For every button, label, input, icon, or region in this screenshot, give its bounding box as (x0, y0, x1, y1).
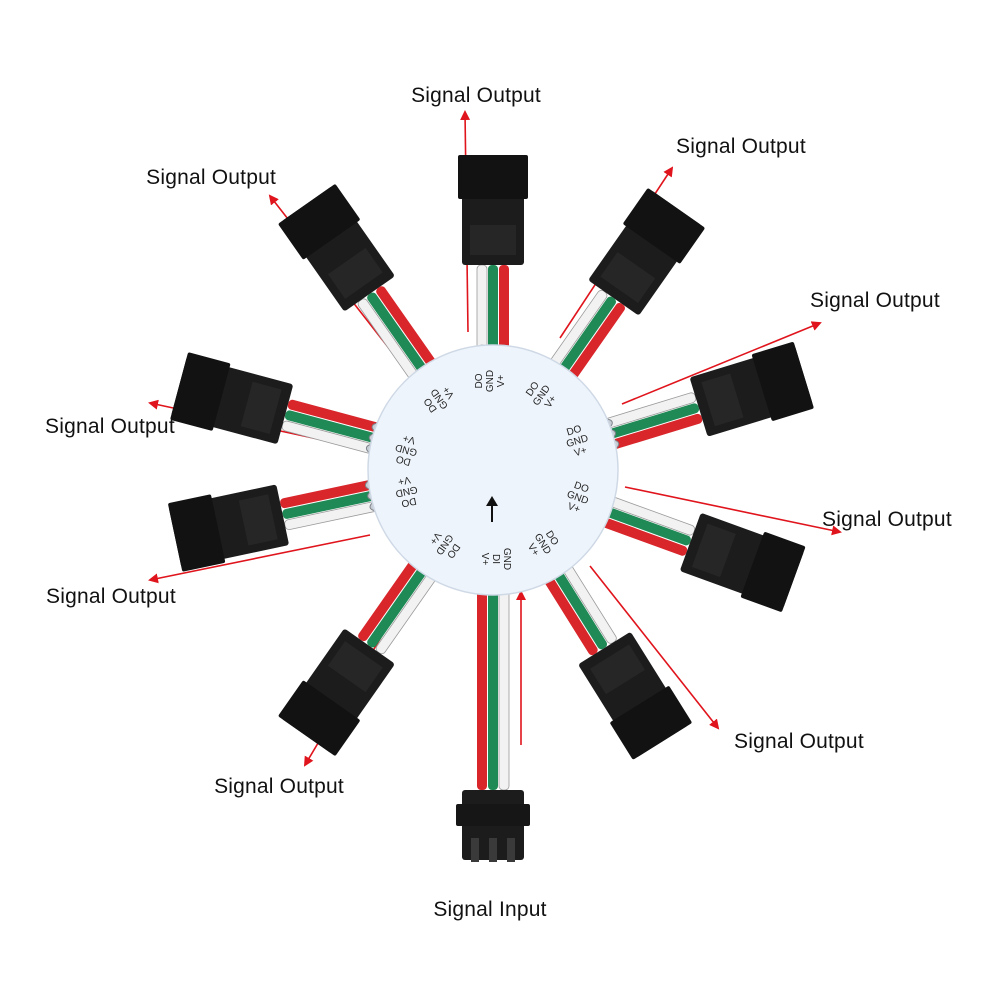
pin-label: DO (565, 424, 583, 439)
cable-left-upper (170, 352, 395, 458)
wire (596, 413, 703, 454)
wire (592, 403, 700, 444)
arrow-right-lower (624, 486, 842, 536)
arrow-up-icon (486, 496, 498, 522)
pcb-disc (367, 344, 619, 596)
wire (498, 569, 510, 791)
wire (376, 286, 448, 384)
connector-latch (327, 641, 383, 693)
label-signal-output-bottom-right: Signal Output (734, 730, 864, 753)
connector-cap (623, 188, 705, 264)
cable-top-left (278, 184, 448, 397)
wire (284, 410, 392, 447)
arrow-left-lower (148, 534, 371, 584)
cable-right-upper (589, 342, 814, 454)
connector-cap (170, 352, 231, 431)
wire (488, 570, 498, 790)
pin-label: GND (485, 370, 496, 392)
label-signal-output-left-lower: Signal Output (46, 585, 176, 608)
wire (282, 487, 391, 519)
connector-latch (600, 252, 656, 303)
pin-label: V+ (479, 553, 490, 566)
connector-cap (610, 686, 692, 760)
label-signal-output-right-upper: Signal Output (810, 289, 940, 312)
pin-label: GND (394, 483, 418, 498)
wire (547, 296, 616, 390)
connector-cap (751, 342, 814, 421)
pin-label: V+ (496, 375, 507, 388)
connector-pin (471, 838, 479, 862)
label-signal-output-left-upper: Signal Output (45, 415, 175, 438)
pin-label: DO (395, 453, 413, 468)
connector-cap (740, 532, 806, 612)
pin-label: V+ (402, 432, 417, 446)
wire (488, 265, 498, 368)
connector-latch (470, 225, 516, 255)
label-signal-output-right-lower: Signal Output (822, 508, 952, 531)
wire (586, 500, 691, 546)
wire (280, 476, 389, 509)
label-signal-input: Signal Input (433, 898, 547, 921)
connector-cap (278, 184, 360, 260)
arrow-bottom-right (589, 565, 720, 730)
label-signal-output-top-right: Signal Output (676, 135, 806, 158)
wire (367, 292, 439, 390)
wire (543, 553, 608, 650)
cable-top (458, 155, 528, 369)
connector-pin (507, 838, 515, 862)
label-signal-output-top-left: Signal Output (146, 166, 276, 189)
connector-latch (701, 373, 744, 427)
connector-pin (489, 838, 497, 862)
connector-latch (240, 381, 282, 434)
pin-label: DI (490, 554, 501, 564)
cable-input (456, 569, 530, 862)
pin-label: DO (474, 373, 485, 388)
pin-label: V+ (397, 474, 412, 487)
connector-cap (458, 155, 528, 199)
wire (358, 544, 430, 642)
connector-latch (238, 494, 278, 546)
pin-label: DO (572, 480, 590, 496)
cable-right-lower (582, 489, 806, 612)
wire (556, 302, 625, 396)
wire (533, 559, 598, 656)
connector-latch (691, 523, 736, 578)
wire (582, 510, 688, 556)
connector-flange (456, 804, 530, 826)
pin-label: V+ (573, 445, 588, 459)
wire (477, 570, 487, 790)
pin-label: GND (501, 548, 512, 570)
connector-cap (168, 494, 226, 572)
connector-latch (327, 247, 383, 299)
cable-left-lower (168, 476, 394, 572)
label-signal-output-top: Signal Output (411, 84, 541, 107)
wire (287, 399, 395, 437)
cable-bottom-right (533, 547, 692, 760)
pin-label: DO (400, 495, 417, 509)
wire (367, 550, 439, 648)
arrow-right-upper (621, 321, 822, 405)
connector-cap (278, 680, 360, 756)
label-signal-output-bottom-left: Signal Output (214, 775, 344, 798)
pin-label: V+ (566, 501, 582, 516)
wire (499, 265, 509, 368)
connector-latch (590, 644, 645, 695)
